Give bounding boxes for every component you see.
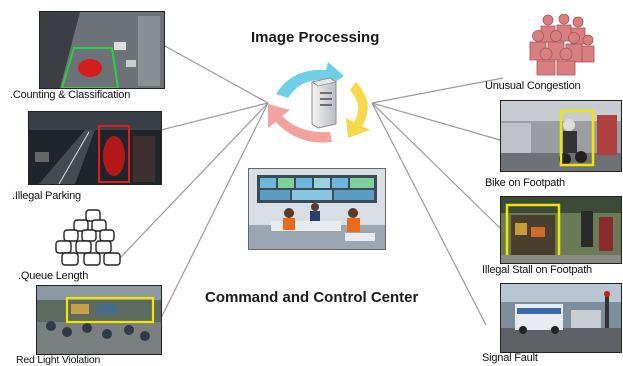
left-item-label: .Queue Length: [18, 270, 89, 282]
cycle-arrows-icon: [268, 62, 370, 143]
connector-line: [371, 102, 501, 141]
right-item-label: Unusual Congestion: [485, 80, 581, 92]
connector-line: [160, 102, 269, 319]
image-processing-hub: [262, 62, 378, 146]
illegal-parking-photo-icon: [29, 112, 161, 184]
left-item-label: .Counting & Classification: [10, 89, 131, 101]
signal-fault-photo: [500, 283, 622, 353]
connector-line: [371, 77, 504, 104]
connector-line: [119, 102, 269, 259]
unusual-congestion-icon-wrap: [524, 14, 596, 76]
illegal-parking-photo: [28, 111, 162, 185]
center-title: Command and Control Center: [205, 289, 419, 306]
red-light-violation-photo: [36, 285, 162, 355]
crowd-icon: [529, 14, 595, 76]
right-item-label: Signal Fault: [482, 352, 538, 364]
illegal-stall-photo: [500, 196, 622, 264]
car-counting-photo-icon: [40, 12, 164, 88]
counting-classification-photo: [39, 11, 165, 89]
right-item-label: Illegal Stall on Footpath: [482, 264, 592, 276]
connector-line: [162, 44, 269, 104]
connector-line: [371, 102, 501, 229]
connector-line: [371, 102, 487, 326]
illegal-stall-photo-icon: [501, 197, 621, 263]
bike-on-footpath-photo: [500, 100, 622, 172]
control-room-icon: [249, 169, 385, 249]
hub-title: Image Processing: [251, 29, 380, 46]
car-queue-icon: [55, 209, 121, 266]
right-item-label: Bike on Footpath: [485, 177, 565, 189]
left-item-label: Red Light Violation: [16, 354, 101, 366]
signal-fault-photo-icon: [501, 284, 621, 352]
red-light-violation-photo-icon: [37, 286, 161, 354]
server-icon: [310, 77, 338, 129]
queue-length-icon-wrap: [52, 208, 124, 268]
bike-on-footpath-photo-icon: [501, 101, 621, 171]
left-item-label: .Illegal Parking: [12, 190, 81, 202]
connector-line: [160, 102, 269, 131]
control-room-illustration: [248, 168, 386, 250]
